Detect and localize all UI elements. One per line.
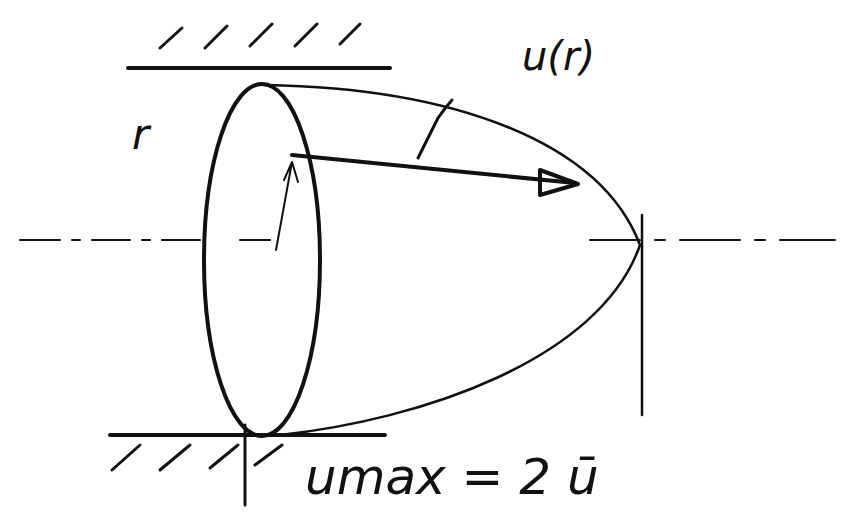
wall-hatch xyxy=(160,24,360,48)
cross-section xyxy=(204,84,320,436)
tick xyxy=(244,425,247,505)
profile-label: u(r) xyxy=(522,34,595,78)
radius-label: r xyxy=(132,112,149,158)
wall-hatch xyxy=(112,445,282,470)
arrow-head xyxy=(540,170,578,195)
velocity-arrow xyxy=(292,155,575,183)
profile-tip-line xyxy=(641,215,644,415)
velocity-profile xyxy=(265,85,640,435)
pipe-wall xyxy=(110,433,385,437)
center-line xyxy=(20,239,835,241)
max-velocity-note: umax = 2 ū xyxy=(305,450,599,505)
leader-line xyxy=(418,100,452,158)
pipe-wall xyxy=(128,66,390,70)
radius-arrow xyxy=(276,162,298,250)
